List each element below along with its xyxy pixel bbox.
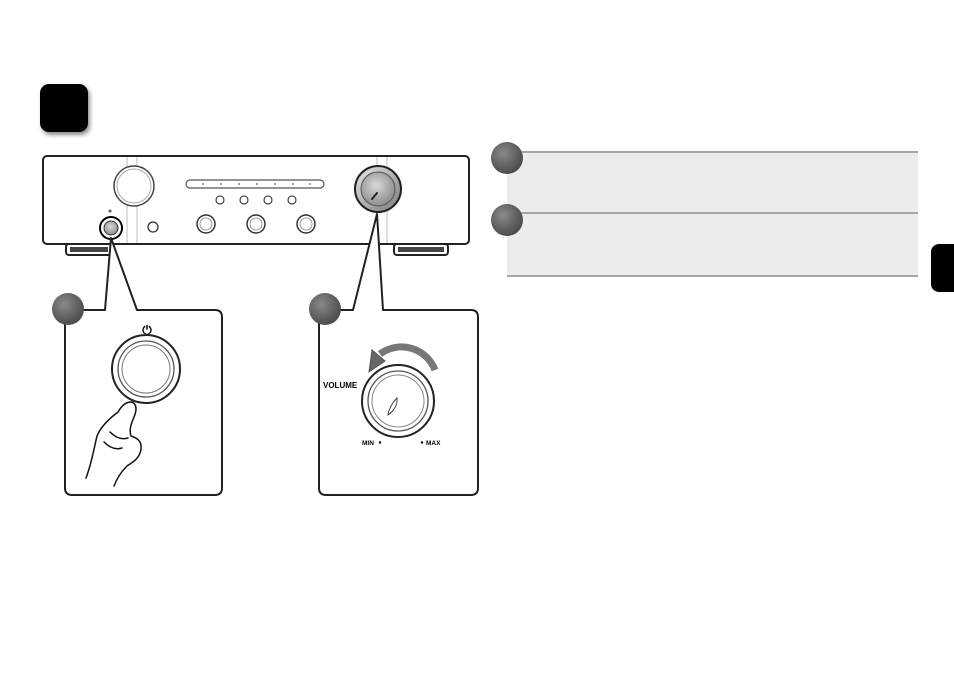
step-dot-volume xyxy=(309,293,341,325)
volume-knob-zoom xyxy=(361,364,435,438)
step-dot-power xyxy=(52,293,84,325)
max-label: MAX xyxy=(426,440,441,447)
power-symbol: ⏻ xyxy=(142,323,152,337)
chapter-tab xyxy=(931,244,954,292)
volume-label: VOLUME xyxy=(323,381,358,390)
panel-small-buttons xyxy=(215,195,297,205)
headphone-jack xyxy=(147,221,159,233)
instruction-row-2 xyxy=(507,212,918,277)
volume-zoom-callout xyxy=(318,213,479,496)
step-dot-1 xyxy=(491,142,523,174)
step-number-box xyxy=(40,84,88,132)
tone-knobs xyxy=(196,214,316,234)
min-label: MIN xyxy=(362,440,374,447)
display-strip xyxy=(185,179,325,189)
finger-icon xyxy=(85,401,142,487)
power-button-zoom xyxy=(111,334,181,404)
input-selector-knob xyxy=(113,165,155,207)
rotate-counterclockwise-arrow xyxy=(377,343,439,372)
instruction-row-1 xyxy=(507,151,918,213)
step-dot-2 xyxy=(491,204,523,236)
